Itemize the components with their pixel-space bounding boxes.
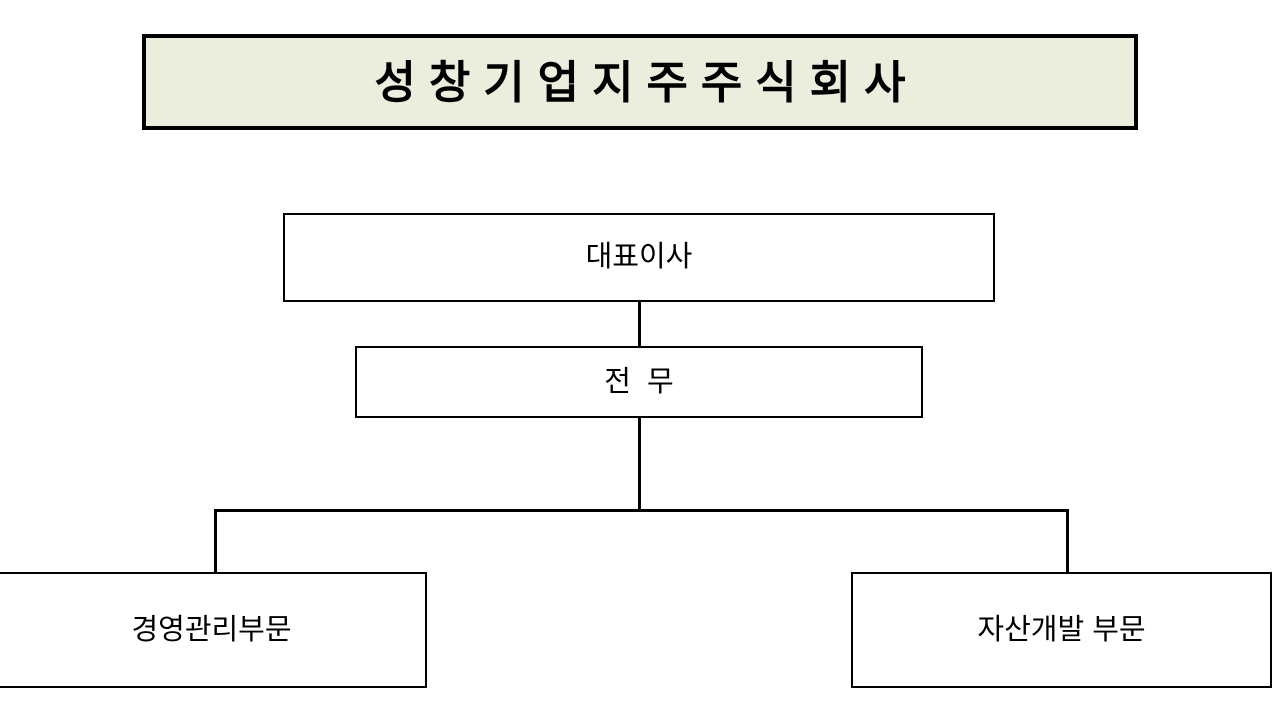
node-division-management: 경영관리부문	[0, 572, 427, 688]
node-ceo-label: 대표이사	[585, 241, 693, 273]
node-division-asset: 자산개발 부문	[851, 572, 1272, 688]
node-division-asset-label: 자산개발 부문	[977, 613, 1146, 646]
connector-evp-stem	[638, 416, 641, 512]
connector-ceo-to-evp	[638, 300, 641, 348]
node-division-management-label: 경영관리부문	[131, 613, 292, 646]
connector-drop-right	[1066, 509, 1069, 574]
node-evp-label: 전 무	[604, 365, 674, 398]
company-header-box: 성창기업지주주식회사	[142, 34, 1138, 130]
node-ceo: 대표이사	[283, 213, 995, 302]
connector-drop-left	[214, 509, 217, 574]
company-name-label: 성창기업지주주식회사	[374, 56, 919, 108]
node-evp: 전 무	[355, 346, 923, 418]
connector-division-bus	[214, 509, 1069, 512]
